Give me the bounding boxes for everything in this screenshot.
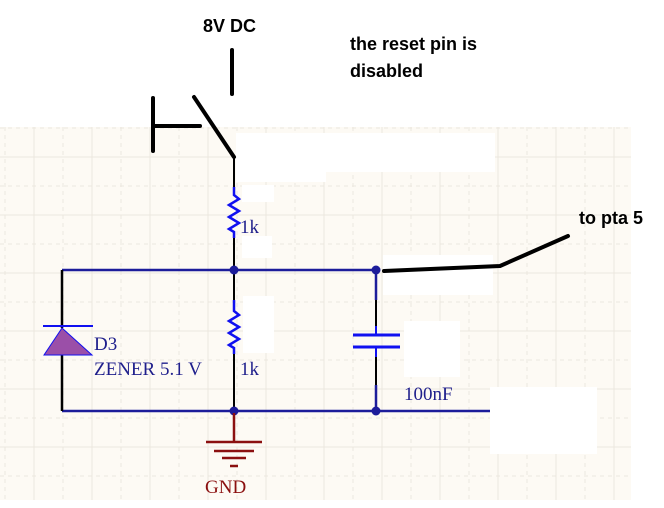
diode-designator: D3 bbox=[94, 334, 117, 355]
diode-triangle bbox=[43, 327, 94, 356]
erased-regions bbox=[236, 133, 597, 454]
erase-box bbox=[236, 170, 326, 182]
note-line-1: the reset pin is bbox=[350, 34, 477, 54]
erase-box bbox=[243, 296, 274, 353]
diode-value: ZENER 5.1 V bbox=[94, 359, 202, 380]
zener-diode[interactable]: D3 ZENER 5.1 V bbox=[43, 325, 202, 380]
erase-box bbox=[404, 321, 460, 377]
switch-blade bbox=[192, 95, 236, 159]
output-label: to pta 5 bbox=[579, 208, 643, 228]
output-net-line bbox=[382, 234, 570, 273]
supply-label: 8V DC bbox=[203, 16, 256, 36]
resistor-bottom[interactable]: 1k bbox=[226, 300, 260, 380]
resistor-top[interactable]: 1k bbox=[226, 187, 260, 238]
capacitor[interactable]: 100nF bbox=[353, 326, 453, 405]
resistor-bottom-value: 1k bbox=[240, 359, 260, 380]
ground-label: GND bbox=[205, 477, 246, 498]
push-switch[interactable] bbox=[151, 48, 236, 159]
capacitor-value: 100nF bbox=[404, 384, 453, 405]
resistor-top-value: 1k bbox=[240, 217, 260, 238]
erase-box bbox=[490, 387, 597, 454]
junctions bbox=[229, 265, 381, 416]
junction-dot bbox=[371, 265, 381, 275]
erase-box bbox=[236, 133, 495, 172]
wires bbox=[62, 268, 490, 413]
erase-box bbox=[242, 236, 272, 258]
junction-dot bbox=[371, 406, 381, 416]
erase-box bbox=[383, 255, 493, 295]
erase-box bbox=[242, 185, 274, 202]
junction-dot bbox=[229, 265, 239, 275]
note-line-2: disabled bbox=[350, 61, 423, 81]
resistor-zigzag bbox=[226, 187, 242, 238]
grid bbox=[0, 127, 631, 500]
junction-dot bbox=[229, 406, 239, 416]
ground-symbol[interactable] bbox=[206, 413, 262, 468]
resistor-zigzag bbox=[226, 300, 242, 354]
